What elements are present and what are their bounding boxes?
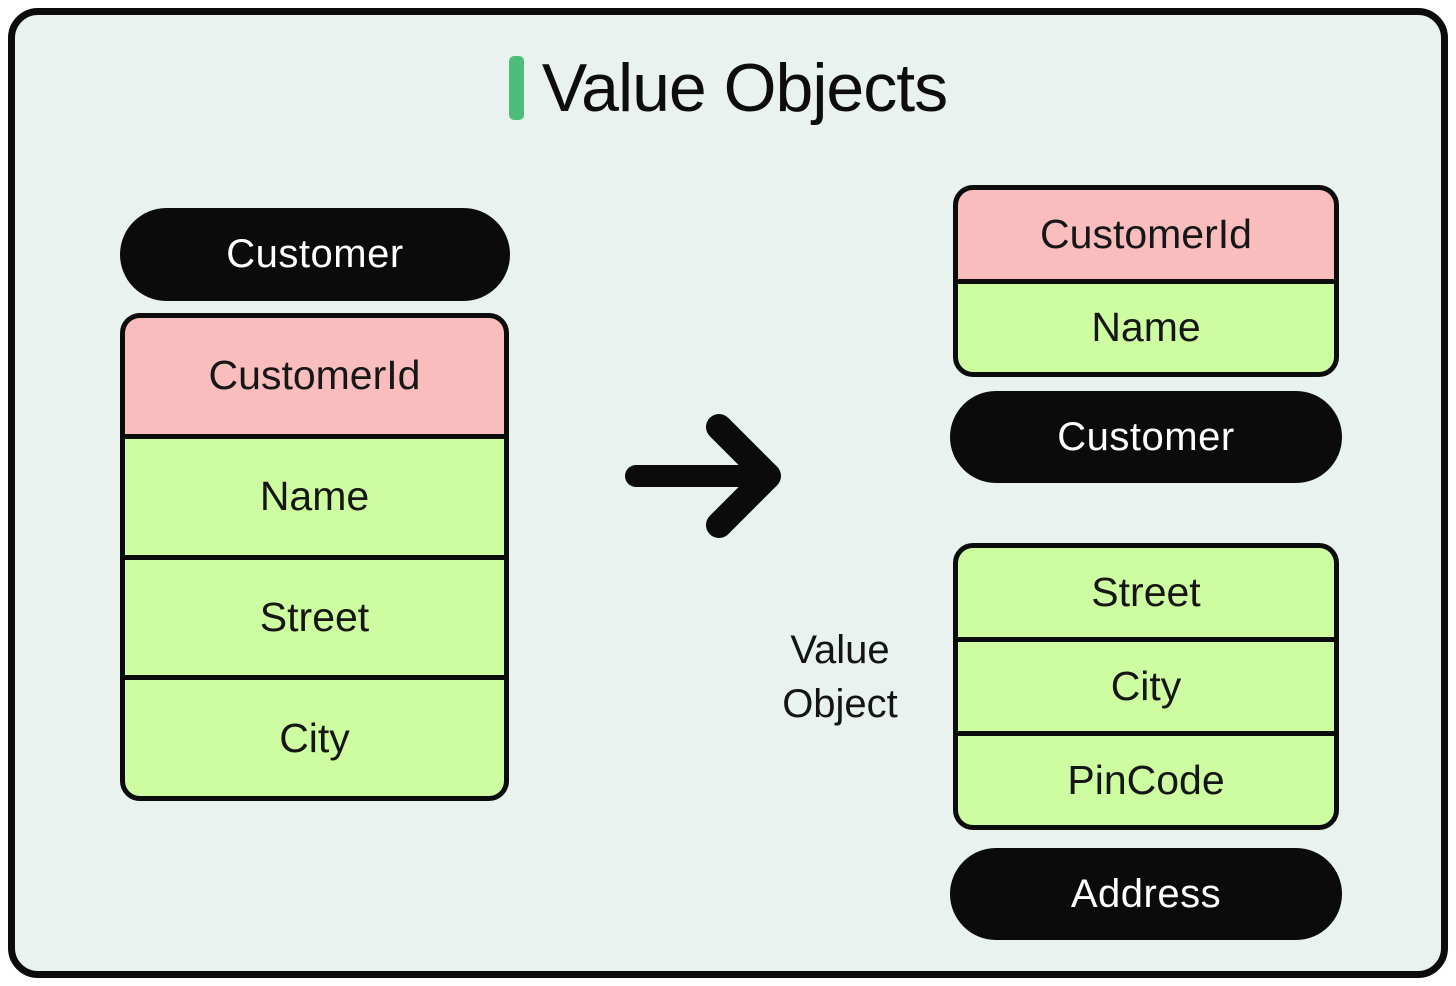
table-row-customerid: CustomerId: [125, 318, 504, 434]
entity-table-customer-right: CustomerId Name: [953, 185, 1339, 377]
value-object-pill-address: Address: [950, 848, 1342, 940]
attribute-label: CustomerId: [1040, 210, 1252, 257]
attribute-label: Street: [1091, 569, 1201, 615]
entity-pill-label: Customer: [1057, 414, 1235, 459]
value-object-pill-label: Address: [1070, 871, 1222, 916]
diagram-header: Value Objects: [0, 50, 1456, 126]
attribute-label: PinCode: [1067, 757, 1225, 803]
attribute-label: City: [279, 714, 350, 761]
right-arrow-icon: [616, 400, 796, 552]
attribute-label: Street: [259, 593, 370, 640]
attribute-label: City: [1110, 663, 1182, 709]
table-row-city: City: [125, 675, 504, 796]
attribute-label: Name: [1091, 304, 1201, 351]
table-row-name: Name: [125, 433, 504, 555]
table-row-street: Street: [125, 554, 504, 676]
value-object-caption: Value Object: [758, 623, 922, 731]
title-accent-bar: [508, 56, 524, 120]
caption-line: Value: [790, 628, 890, 672]
attribute-label: Name: [259, 473, 370, 520]
attribute-label: CustomerId: [208, 352, 421, 399]
table-row-name: Name: [958, 278, 1334, 372]
caption-line: Object: [782, 682, 898, 726]
page-title: Value Objects: [541, 50, 948, 126]
entity-pill-label: Customer: [226, 232, 404, 276]
entity-pill-customer-right: Customer: [950, 391, 1342, 483]
table-row-city: City: [958, 637, 1334, 731]
entity-table-customer-left: CustomerId Name Street City: [120, 313, 509, 801]
value-object-table-address: Street City PinCode: [953, 543, 1339, 830]
table-row-street: Street: [958, 548, 1334, 637]
table-row-pincode: PinCode: [958, 731, 1334, 825]
table-row-customerid: CustomerId: [958, 190, 1334, 279]
entity-pill-customer-left: Customer: [120, 208, 510, 301]
